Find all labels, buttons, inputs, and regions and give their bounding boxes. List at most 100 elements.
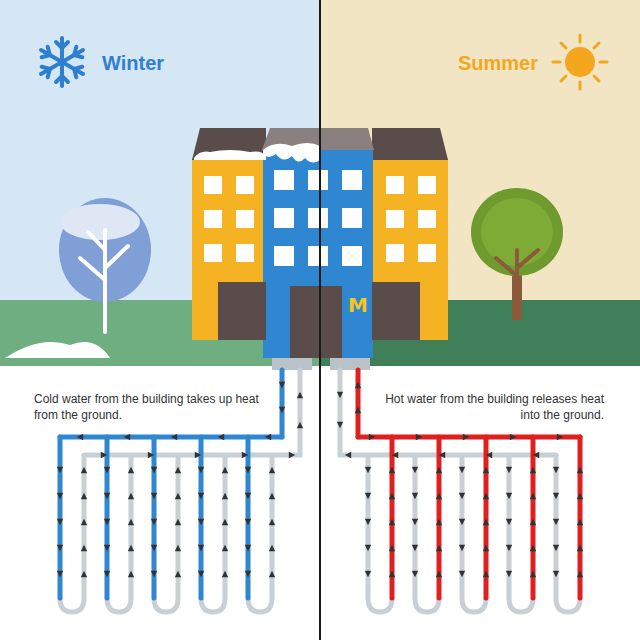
flow-arrow	[101, 452, 107, 458]
flow-arrow	[57, 545, 63, 551]
flow-arrow	[416, 434, 422, 440]
flow-arrow	[439, 452, 445, 458]
flow-arrow	[222, 519, 228, 525]
pipe-loop	[107, 455, 131, 612]
flow-arrow	[355, 382, 361, 388]
flow-arrow	[57, 571, 63, 577]
flow-arrow	[175, 467, 181, 473]
pipe	[84, 453, 300, 458]
flow-arrow	[104, 571, 110, 577]
flow-arrow	[128, 467, 134, 473]
pipe	[338, 370, 343, 455]
flow-arrow	[297, 422, 303, 428]
flow-arrow	[269, 467, 275, 473]
flow-arrow	[104, 519, 110, 525]
flow-arrow	[530, 467, 536, 473]
pipe	[58, 437, 63, 598]
pipe-loop	[201, 455, 225, 612]
flow-arrow	[577, 467, 583, 473]
flow-arrow	[337, 422, 343, 428]
flow-arrow	[297, 392, 303, 398]
flow-arrow	[128, 519, 134, 525]
flow-arrow	[389, 571, 395, 577]
flow-arrow	[245, 467, 251, 473]
flow-arrow	[577, 571, 583, 577]
flow-arrow	[577, 545, 583, 551]
flow-arrow	[412, 545, 418, 551]
flow-arrow	[483, 545, 489, 551]
flow-arrow	[151, 493, 157, 499]
flow-arrow	[483, 467, 489, 473]
pipe	[390, 437, 395, 598]
flow-arrow	[245, 571, 251, 577]
flow-arrow	[57, 519, 63, 525]
flow-arrow	[506, 545, 512, 551]
flow-arrow	[81, 545, 87, 551]
flow-arrow	[486, 452, 492, 458]
flow-arrow	[245, 493, 251, 499]
flow-arrow	[175, 571, 181, 577]
pipe-loop	[248, 455, 272, 612]
flow-arrow	[365, 467, 371, 473]
flow-arrow	[389, 545, 395, 551]
flow-arrow	[198, 519, 204, 525]
flow-arrow	[483, 493, 489, 499]
flow-arrow	[81, 519, 87, 525]
caption-note: Cold water from the building takes up he…	[34, 391, 270, 423]
flow-arrow	[389, 493, 395, 499]
university-logo: M	[348, 292, 368, 319]
flow-arrow	[436, 467, 442, 473]
flow-arrow	[198, 545, 204, 551]
flow-arrow	[279, 382, 285, 388]
flow-arrow	[506, 467, 512, 473]
flow-arrow	[510, 434, 516, 440]
flow-arrow	[389, 467, 395, 473]
flow-arrow	[242, 452, 248, 458]
flow-arrow	[195, 452, 201, 458]
flow-arrow	[337, 392, 343, 398]
flow-arrow	[128, 545, 134, 551]
flow-arrow	[279, 407, 285, 413]
flow-arrow	[175, 493, 181, 499]
flow-arrow	[436, 545, 442, 551]
flow-arrow	[459, 571, 465, 577]
flow-arrow	[81, 493, 87, 499]
flow-arrow	[148, 452, 154, 458]
flow-arrow	[577, 519, 583, 525]
flow-arrow	[198, 467, 204, 473]
flow-arrow	[365, 571, 371, 577]
flow-arrow	[436, 519, 442, 525]
flow-arrow	[171, 434, 177, 440]
flow-arrow	[459, 467, 465, 473]
flow-arrow	[459, 493, 465, 499]
flow-arrow	[459, 519, 465, 525]
flow-arrow	[459, 545, 465, 551]
flow-arrow	[222, 545, 228, 551]
flow-arrow	[222, 493, 228, 499]
flow-arrow	[104, 493, 110, 499]
pipe	[298, 370, 303, 455]
pipe-loop	[60, 455, 84, 612]
flow-arrow	[128, 493, 134, 499]
season-title: Summer	[458, 50, 538, 77]
flow-arrow	[218, 434, 224, 440]
pipe-loop	[415, 455, 439, 612]
flow-arrow	[365, 545, 371, 551]
flow-arrow	[151, 519, 157, 525]
flow-arrow	[269, 545, 275, 551]
flow-arrow	[222, 571, 228, 577]
flow-arrow	[530, 545, 536, 551]
flow-arrow	[369, 434, 375, 440]
flow-arrow	[81, 571, 87, 577]
flow-arrow	[412, 467, 418, 473]
flow-arrow	[389, 519, 395, 525]
flow-arrow	[289, 452, 295, 458]
flow-arrow	[577, 493, 583, 499]
flow-arrow	[198, 571, 204, 577]
flow-arrow	[77, 434, 83, 440]
flow-arrow	[436, 571, 442, 577]
flow-arrow	[553, 545, 559, 551]
flow-arrow	[412, 519, 418, 525]
